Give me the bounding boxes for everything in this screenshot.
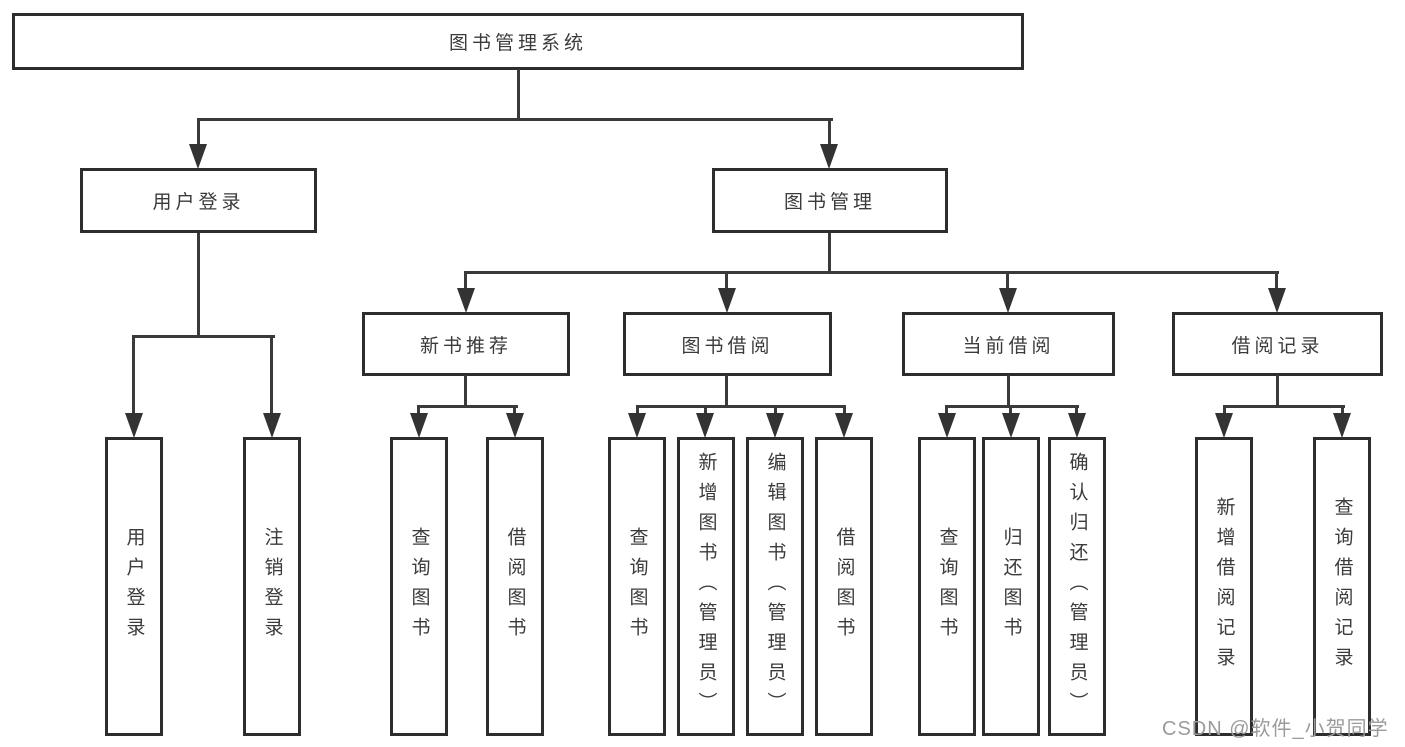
leaf-query-books-current: 查询图书 [918,437,976,736]
connector-vline [132,335,135,418]
connector-hline [417,405,518,408]
connector-vline [725,375,728,408]
leaf-add-borrow-record: 新增借阅记录 [1195,437,1253,736]
arrow-down-icon [1068,413,1086,438]
leaf-logout: 注销登录 [243,437,301,736]
leaf-label: 借阅图书 [504,526,526,647]
leaf-label: 编辑图书（管理员） [764,451,786,722]
connector-vline [464,271,467,293]
node-label: 当前借阅 [962,335,1055,357]
arrow-down-icon [1215,413,1233,438]
leaf-label: 借阅图书 [833,526,855,647]
leaf-query-borrow-record: 查询借阅记录 [1313,437,1371,736]
connector-hline [1223,405,1345,408]
leaf-label: 查询图书 [936,526,958,647]
leaf-confirm-return-admin: 确认归还（管理员） [1048,437,1106,736]
node-library-management-system: 图书管理系统 [12,13,1024,70]
leaf-label: 用户登录 [123,526,145,647]
arrow-down-icon [1268,288,1286,313]
arrow-down-icon [263,413,281,438]
connector-hline [945,405,1079,408]
connector-vline [417,405,420,417]
leaf-query-books-borrowing: 查询图书 [608,437,666,736]
node-label: 图书借阅 [681,335,774,357]
node-current-borrowing: 当前借阅 [902,312,1115,376]
leaf-return-books: 归还图书 [982,437,1040,736]
node-book-management: 图书管理 [712,168,948,233]
arrow-down-icon [506,413,524,438]
connector-vline [197,233,200,337]
leaf-borrow-books-borrowing: 借阅图书 [815,437,873,736]
connector-vline [1006,271,1009,293]
connector-vline [636,405,639,417]
connector-hline [636,405,846,408]
arrow-down-icon [938,413,956,438]
node-label: 图书管理 [783,192,876,213]
connector-vline [843,405,846,417]
watermark-text: CSDN @软件_小贺同学 [1162,718,1389,740]
connector-vline [945,405,948,417]
leaf-edit-books-admin: 编辑图书（管理员） [746,437,804,736]
node-book-borrowing: 图书借阅 [623,312,832,376]
connector-vline [828,233,831,273]
arrow-down-icon [125,413,143,438]
leaf-label: 新增借阅记录 [1213,496,1235,677]
arrow-down-icon [766,413,784,438]
node-label: 新书推荐 [419,335,512,357]
leaf-add-books-admin: 新增图书（管理员） [677,437,735,736]
connector-vline [197,118,200,150]
connector-vline [517,69,520,120]
leaf-user-login: 用户登录 [105,437,163,736]
connector-vline [1075,405,1078,417]
leaf-label: 查询图书 [626,526,648,647]
arrow-down-icon [835,413,853,438]
leaf-label: 确认归还（管理员） [1066,451,1088,722]
connector-vline [1007,375,1010,408]
connector-hline [132,335,275,338]
arrow-down-icon [628,413,646,438]
connector-vline [513,405,516,417]
connector-vline [1009,405,1012,417]
node-borrowing-records: 借阅记录 [1172,312,1383,376]
leaf-label: 查询图书 [408,526,430,647]
leaf-label: 归还图书 [1000,526,1022,647]
connector-vline [1341,405,1344,417]
connector-vline [725,271,728,293]
arrow-down-icon [718,288,736,313]
connector-vline [774,405,777,417]
node-user-login: 用户登录 [80,168,317,233]
node-label: 借阅记录 [1231,335,1324,357]
connector-vline [1275,271,1278,293]
leaf-label: 注销登录 [261,526,283,647]
connector-vline [1223,405,1226,417]
connector-hline [197,118,833,121]
node-label: 图书管理系统 [448,33,587,54]
node-label: 用户登录 [152,192,245,213]
leaf-label: 查询借阅记录 [1331,496,1353,677]
arrow-down-icon [1002,413,1020,438]
connector-vline [464,375,467,408]
connector-vline [704,405,707,417]
arrow-down-icon [999,288,1017,313]
node-new-book-recommendation: 新书推荐 [362,312,570,376]
arrow-down-icon [410,413,428,438]
arrow-down-icon [189,144,207,169]
leaf-query-books-recommend: 查询图书 [390,437,448,736]
connector-hline [464,271,1279,274]
leaf-borrow-books-recommend: 借阅图书 [486,437,544,736]
arrow-down-icon [820,144,838,169]
connector-vline [270,335,273,418]
arrow-down-icon [696,413,714,438]
connector-vline [828,118,831,150]
arrow-down-icon [457,288,475,313]
connector-vline [1276,375,1279,408]
leaf-label: 新增图书（管理员） [695,451,717,722]
arrow-down-icon [1333,413,1351,438]
